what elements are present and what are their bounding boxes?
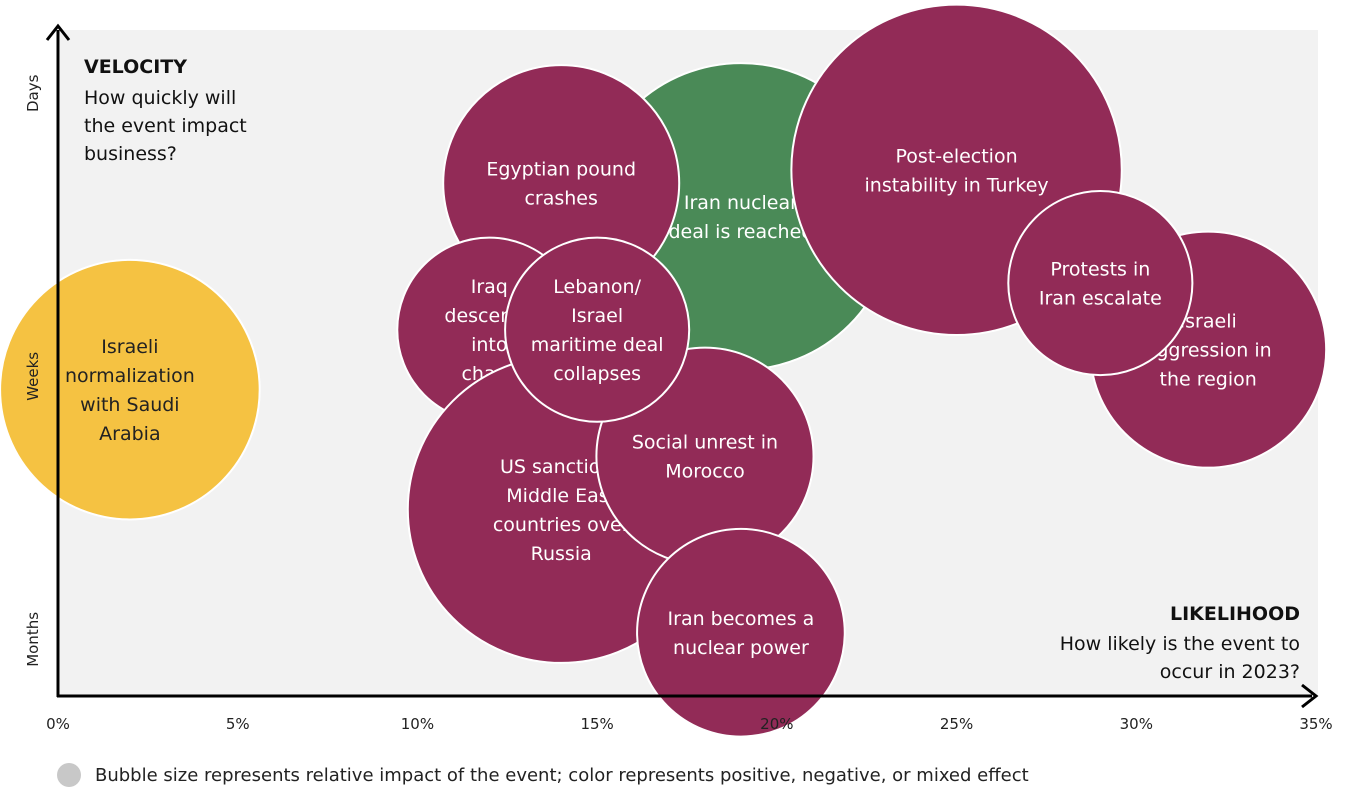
y-level-label-months: Months — [24, 612, 42, 667]
bubble-label-line: aggression in — [1145, 340, 1272, 362]
bubble-label-line: Iran becomes a — [668, 608, 815, 630]
y-level-label-weeks: Weeks — [24, 352, 42, 401]
bubble-label-line: Protests in — [1050, 259, 1150, 281]
bubble-label-line: crashes — [524, 188, 597, 210]
bubble-label-line: Russia — [531, 543, 592, 565]
x-tick-label: 15% — [580, 715, 613, 733]
bubble-label-line: the region — [1160, 369, 1257, 391]
x-tick-label: 5% — [226, 715, 250, 733]
bubble-label-line: Social unrest in — [632, 432, 778, 454]
bubble-iran-becomes-a-nuclear-power: Iran becomes a nuclear power — [636, 527, 846, 738]
bubble-lebanon-israel-maritime-deal-collapses: Lebanon/Israel maritime deal collapses — [504, 236, 691, 423]
x-tick-label: 25% — [940, 715, 973, 733]
bubble-circle — [636, 527, 846, 738]
bubble-label-line: Post-election — [896, 145, 1018, 167]
axes-layer — [45, 23, 1319, 709]
x-ticks: 0% 5% 10% 15% 20% 25% 30% 35% — [46, 715, 1333, 733]
y-axis-description-line-3: business? — [84, 143, 177, 165]
x-tick-label: 35% — [1299, 715, 1332, 733]
x-axis-arrow — [1301, 683, 1319, 709]
y-axis-description-line-2: the event impact — [84, 115, 247, 137]
bubble-label-line: US sanctions — [500, 456, 622, 478]
bubble-label-line: Israeli — [1180, 311, 1237, 333]
bubble-label-line: instability in Turkey — [865, 174, 1049, 196]
bubble-label-line: deal is reached — [668, 221, 813, 243]
y-axis-title: VELOCITY — [84, 56, 187, 78]
x-tick-label: 30% — [1120, 715, 1153, 733]
bubble-label-line: Iraq — [471, 276, 508, 298]
bubble-label-line: into — [471, 334, 507, 356]
bubble-label-line: countries over — [493, 514, 630, 536]
bubble-label-line: Egyptian pound — [486, 159, 636, 181]
bubble-label-line: collapses — [553, 363, 641, 385]
legend-note: Bubble size represents relative impact o… — [95, 765, 1029, 786]
y-axis-description-line-1: How quickly will — [84, 87, 236, 109]
bubble-label-line: Morocco — [665, 461, 745, 483]
bubble-label-line: with Saudi — [80, 394, 179, 416]
bubble-label-line: maritime deal — [531, 334, 664, 356]
x-tick-label: 0% — [46, 715, 70, 733]
x-tick-label: 10% — [401, 715, 434, 733]
bubble-label-line: Iran escalate — [1039, 288, 1162, 310]
bubble-label-line: Arabia — [99, 423, 160, 445]
x-tick-label: 20% — [760, 715, 793, 733]
bubble-protests-in-iran-escalate: Protests in Iran escalate — [1007, 190, 1194, 377]
bubble-label-line: nuclear power — [673, 637, 809, 659]
bubble-label-line: Iran nuclear — [684, 192, 798, 214]
bubble-circle — [504, 236, 691, 423]
x-axis-description-line-1: How likely is the event to — [1060, 633, 1300, 655]
bubble-label-line: Middle East — [506, 485, 616, 507]
bubble-label-line: Israeli — [101, 336, 158, 358]
x-axis-description-line-2: occur in 2023? — [1160, 661, 1300, 683]
bubble-label-line: Israel — [571, 305, 623, 327]
bubble-circle — [0, 258, 261, 521]
y-axis-arrow — [45, 23, 71, 41]
legend-dot — [57, 763, 81, 787]
bubble-circle — [1007, 190, 1194, 377]
x-axis-title: LIKELIHOOD — [1170, 603, 1300, 625]
bubble-label-line: normalization — [65, 365, 195, 387]
bubble-label-line: Lebanon/ — [553, 276, 641, 298]
y-level-label-days: Days — [24, 74, 42, 112]
